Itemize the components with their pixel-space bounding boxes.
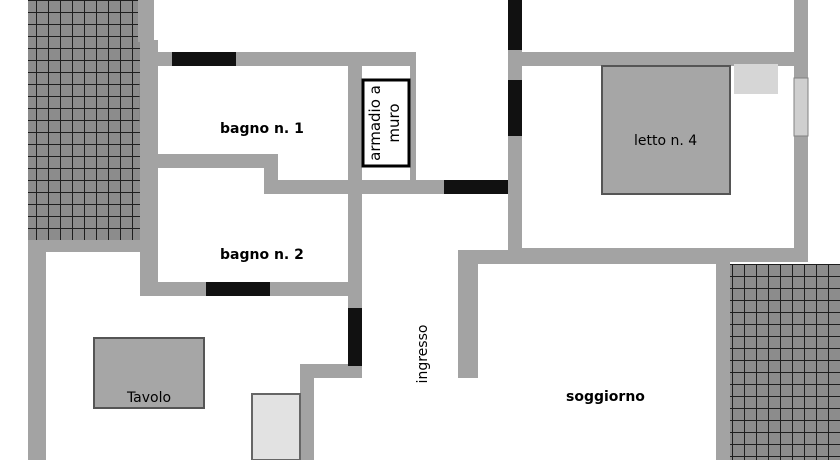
door-bagno2 <box>206 282 270 296</box>
window-step <box>734 64 778 94</box>
doors <box>172 0 522 366</box>
room-label-letto4: letto n. 4 <box>634 133 697 149</box>
terrace-left <box>28 0 155 242</box>
table-label: Tavolo <box>126 390 171 406</box>
room-label-ingresso: ingresso <box>415 325 431 384</box>
wardrobe-label-2: muro <box>385 103 403 142</box>
cabinet <box>251 393 301 460</box>
door-top-left <box>172 52 236 66</box>
door-lower-left <box>348 308 362 366</box>
window-letto4 <box>793 77 809 137</box>
terrace-right <box>730 264 840 460</box>
door-letto4-top <box>508 0 522 50</box>
room-label-bagno1: bagno n. 1 <box>220 121 304 137</box>
door-corridor <box>444 180 508 194</box>
wardrobe-label-1: armadio a <box>366 85 384 161</box>
bed <box>601 65 731 195</box>
wardrobe <box>361 78 411 168</box>
table <box>93 337 205 409</box>
room-label-soggiorno: soggiorno <box>566 389 645 405</box>
door-letto4-side <box>508 80 522 136</box>
room-label-bagno2: bagno n. 2 <box>220 247 304 263</box>
